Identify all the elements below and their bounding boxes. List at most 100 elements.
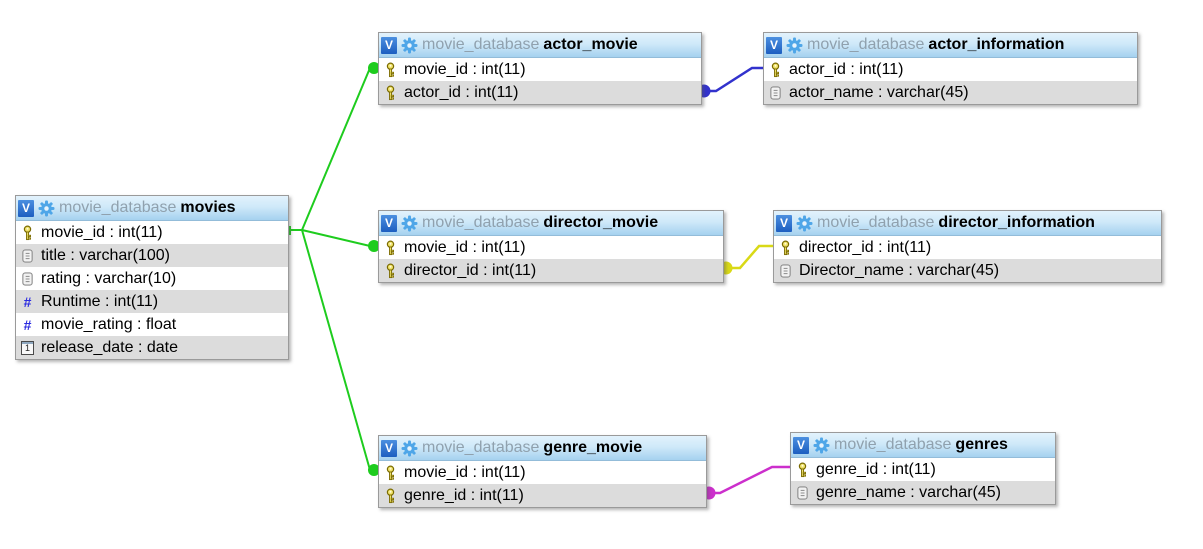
primary-key-icon [384, 62, 397, 78]
numeric-hash-icon: # [23, 316, 32, 333]
table-header-actor_information[interactable]: V movie_database actor_information [764, 33, 1137, 58]
column-label: rating : varchar(10) [41, 269, 177, 287]
column-label: Director_name : varchar(45) [799, 261, 1000, 279]
column-label: movie_id : int(11) [41, 223, 163, 241]
schema-name: movie_database [422, 214, 540, 231]
gear-icon [813, 437, 830, 454]
primary-key-icon [384, 263, 397, 279]
column-row-actor_id[interactable]: actor_id : int(11) [764, 58, 1137, 81]
text-icon [21, 248, 34, 264]
column-label: title : varchar(100) [41, 246, 170, 264]
v-badge-icon: V [766, 36, 782, 54]
primary-key-icon [796, 462, 809, 478]
calendar-icon: 1 [21, 340, 34, 355]
v-badge-icon: V [18, 199, 34, 217]
relation-dot-director_movie [368, 240, 380, 252]
column-row-director_id[interactable]: director_id : int(11) [774, 236, 1161, 259]
column-row-actor_name[interactable]: actor_name : varchar(45) [764, 81, 1137, 104]
schema-name: movie_database [817, 214, 935, 231]
column-list: actor_id : int(11) actor_name : varchar(… [764, 58, 1137, 104]
primary-key-icon [769, 62, 782, 78]
table-header-director_information[interactable]: V movie_database director_information [774, 211, 1161, 236]
table-name: director_movie [543, 214, 659, 231]
column-row-genre_name[interactable]: genre_name : varchar(45) [791, 481, 1055, 504]
column-row-movie_rating[interactable]: # movie_rating : float [16, 313, 288, 336]
column-row-title[interactable]: title : varchar(100) [16, 244, 288, 267]
column-row-actor_id[interactable]: actor_id : int(11) [379, 81, 701, 104]
table-director_information[interactable]: V movie_database director_information di… [773, 210, 1162, 283]
v-badge-icon: V [381, 214, 397, 232]
column-list: genre_id : int(11) genre_name : varchar(… [791, 458, 1055, 504]
column-row-release_date[interactable]: 1 release_date : date [16, 336, 288, 359]
gear-icon [401, 440, 418, 457]
table-header-genre_movie[interactable]: V movie_database genre_movie [379, 436, 706, 461]
primary-key-icon [384, 465, 397, 481]
column-label: movie_id : int(11) [404, 60, 526, 78]
table-director_movie[interactable]: V movie_database director_movie movie_id… [378, 210, 724, 283]
column-row-director_name[interactable]: Director_name : varchar(45) [774, 259, 1161, 282]
table-name: movies [180, 199, 236, 216]
table-name: actor_movie [543, 36, 638, 53]
column-row-rating[interactable]: rating : varchar(10) [16, 267, 288, 290]
column-row-genre_id[interactable]: genre_id : int(11) [379, 484, 706, 507]
table-name: director_information [938, 214, 1095, 231]
column-label: actor_name : varchar(45) [789, 83, 969, 101]
schema-name: movie_database [422, 36, 540, 53]
primary-key-icon [779, 240, 792, 256]
column-label: director_id : int(11) [799, 238, 932, 256]
primary-key-icon [384, 240, 397, 256]
column-list: movie_id : int(11) title : varchar(100) … [16, 221, 288, 359]
column-row-movie_id[interactable]: movie_id : int(11) [379, 58, 701, 81]
column-row-runtime[interactable]: # Runtime : int(11) [16, 290, 288, 313]
column-list: movie_id : int(11) director_id : int(11) [379, 236, 723, 282]
relation-dot-actor_movie [368, 62, 380, 74]
table-genres[interactable]: V movie_database genres genre_id : int(1… [790, 432, 1056, 505]
text-icon [21, 271, 34, 287]
column-row-movie_id[interactable]: movie_id : int(11) [379, 461, 706, 484]
primary-key-icon [384, 85, 397, 101]
table-header-director_movie[interactable]: V movie_database director_movie [379, 211, 723, 236]
gear-icon [38, 200, 55, 217]
primary-key-icon [384, 488, 397, 504]
column-row-genre_id[interactable]: genre_id : int(11) [791, 458, 1055, 481]
v-badge-icon: V [381, 439, 397, 457]
v-badge-icon: V [381, 36, 397, 54]
schema-name: movie_database [807, 36, 925, 53]
table-actor_movie[interactable]: V movie_database actor_movie movie_id : … [378, 32, 702, 105]
column-label: movie_id : int(11) [404, 463, 526, 481]
column-label: genre_id : int(11) [816, 460, 936, 478]
column-label: movie_id : int(11) [404, 238, 526, 256]
column-label: release_date : date [41, 338, 178, 356]
column-label: director_id : int(11) [404, 261, 537, 279]
table-actor_information[interactable]: V movie_database actor_information actor… [763, 32, 1138, 105]
gear-icon [401, 215, 418, 232]
gear-icon [401, 37, 418, 54]
table-header-genres[interactable]: V movie_database genres [791, 433, 1055, 458]
column-row-director_id[interactable]: director_id : int(11) [379, 259, 723, 282]
numeric-hash-icon: # [23, 293, 32, 310]
text-icon [769, 85, 782, 101]
column-list: movie_id : int(11) actor_id : int(11) [379, 58, 701, 104]
schema-name: movie_database [59, 199, 177, 216]
table-movies[interactable]: V movie_database movies movie_id : int(1… [15, 195, 289, 360]
v-badge-icon: V [793, 436, 809, 454]
gear-icon [786, 37, 803, 54]
relation-dot-genre_movie [368, 464, 380, 476]
table-header-movies[interactable]: V movie_database movies [16, 196, 288, 221]
table-header-actor_movie[interactable]: V movie_database actor_movie [379, 33, 701, 58]
column-list: director_id : int(11) Director_name : va… [774, 236, 1161, 282]
column-label: genre_name : varchar(45) [816, 483, 1001, 501]
column-label: genre_id : int(11) [404, 486, 524, 504]
column-label: Runtime : int(11) [41, 292, 159, 310]
table-genre_movie[interactable]: V movie_database genre_movie movie_id : … [378, 435, 707, 508]
gear-icon [796, 215, 813, 232]
text-icon [796, 485, 809, 501]
column-label: actor_id : int(11) [404, 83, 519, 101]
primary-key-icon [21, 225, 34, 241]
column-row-movie_id[interactable]: movie_id : int(11) [16, 221, 288, 244]
text-icon [779, 263, 792, 279]
schema-name: movie_database [834, 436, 952, 453]
column-row-movie_id[interactable]: movie_id : int(11) [379, 236, 723, 259]
schema-name: movie_database [422, 439, 540, 456]
